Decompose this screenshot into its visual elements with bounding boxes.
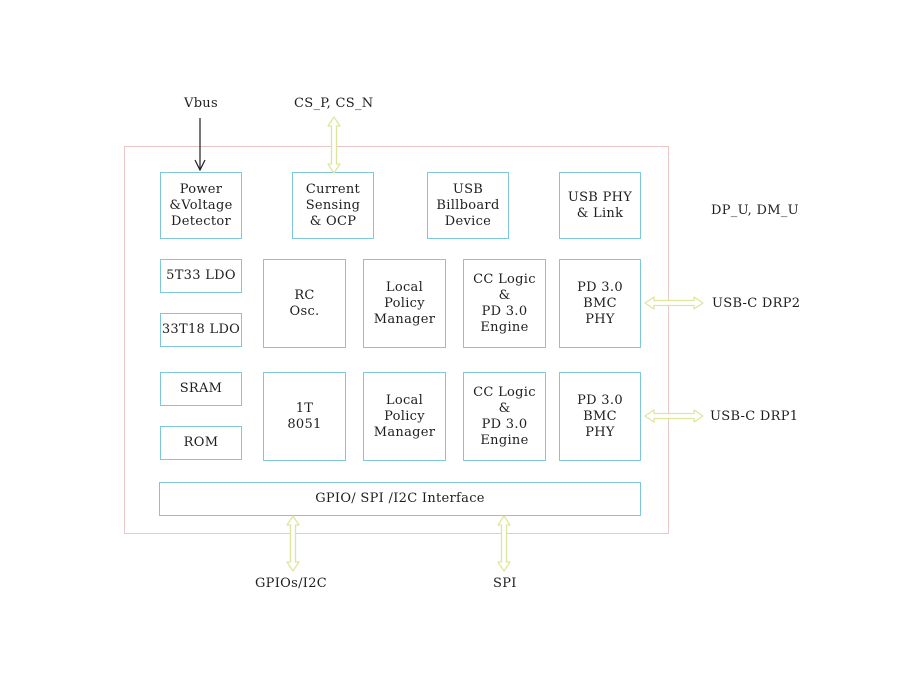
ldo-33t18-block: 33T18 LDO [160, 313, 242, 347]
spi-label: SPI [493, 576, 517, 591]
gpios-i2c-label: GPIOs/I2C [255, 576, 328, 591]
usb-c-drp1-label: USB-C DRP1 [710, 409, 799, 424]
vbus-label: Vbus [184, 96, 218, 111]
local-policy-manager-block-bottom: Local Policy Manager [363, 372, 446, 461]
chip-boundary [124, 146, 669, 534]
cc-logic-pd-engine-block-top: CC Logic & PD 3.0 Engine [463, 259, 546, 348]
usb-c-drp2-label: USB-C DRP2 [712, 296, 801, 311]
usb-billboard-device-block: USB Billboard Device [427, 172, 509, 239]
cc-logic-pd-engine-block-bottom: CC Logic & PD 3.0 Engine [463, 372, 546, 461]
rc-oscillator-block: RC Osc. [263, 259, 346, 348]
local-policy-manager-block-top: Local Policy Manager [363, 259, 446, 348]
cs-label: CS_P, CS_N [294, 96, 374, 111]
dp-dm-label: DP_U, DM_U [711, 203, 799, 218]
rom-block: ROM [160, 426, 242, 460]
power-voltage-detector-block: Power &Voltage Detector [160, 172, 242, 239]
pd-bmc-phy-block-top: PD 3.0 BMC PHY [559, 259, 641, 348]
gpio-spi-i2c-interface-block: GPIO/ SPI /I2C Interface [159, 482, 641, 516]
sram-block: SRAM [160, 372, 242, 406]
pd-bmc-phy-block-bottom: PD 3.0 BMC PHY [559, 372, 641, 461]
mcu-8051-block: 1T 8051 [263, 372, 346, 461]
ldo-5t33-block: 5T33 LDO [160, 259, 242, 293]
usb-phy-link-block: USB PHY & Link [559, 172, 641, 239]
